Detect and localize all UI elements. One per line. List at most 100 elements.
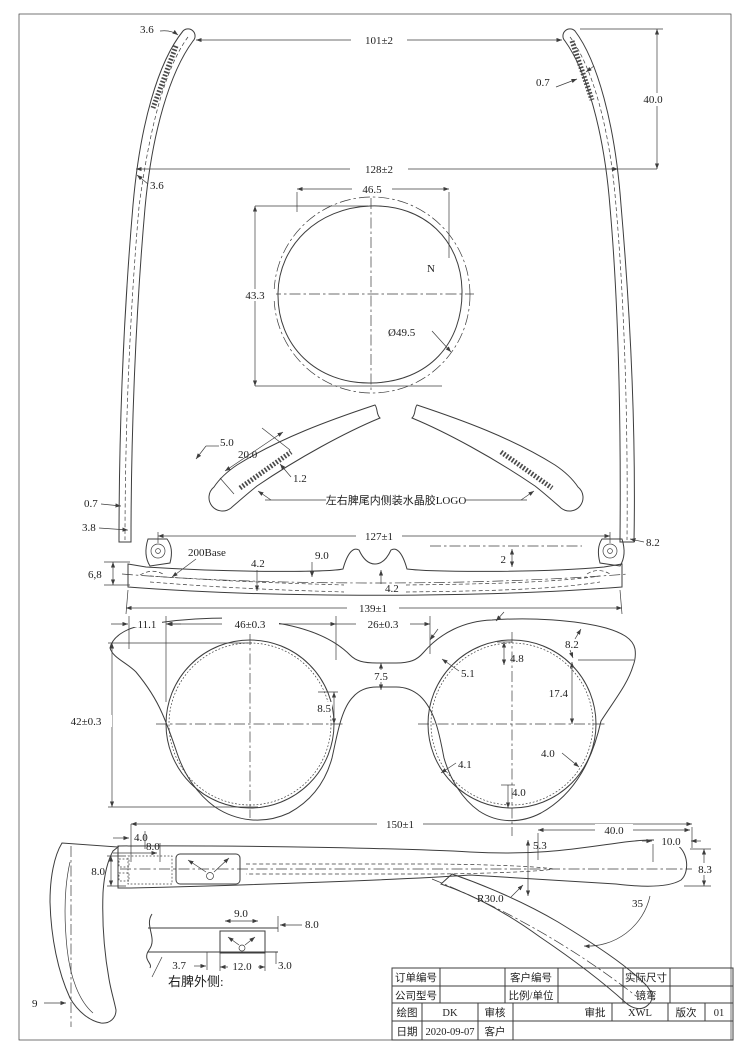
top-view: 3.6 101±2 0.7 40.0 128±2 3.6: [118, 24, 671, 543]
dim-tip-thickness: 3.6: [140, 24, 179, 36]
dim-label: 8.0: [91, 866, 105, 878]
checked-label: 审核: [485, 1006, 506, 1019]
logo-mark-wing: [227, 936, 240, 946]
left-hinge-lug: [145, 538, 172, 567]
side-view: 150±1 4.0 8.0 8.0 5.3 40.0: [32, 818, 718, 1027]
logo-plate: [175, 853, 241, 885]
label-bg: [228, 961, 258, 972]
dim-bridge: 26±0.3: [336, 615, 431, 654]
dim-label: 2: [501, 554, 507, 566]
leader-line: [136, 174, 149, 185]
hinge-tab: [118, 872, 130, 882]
dim-lens-height: 42±0.3: [60, 642, 258, 808]
dim-label: R30.0: [477, 893, 504, 905]
reference-circle: [273, 196, 471, 394]
dim-label: 9.0: [315, 550, 329, 562]
logo-mark-eye: [206, 872, 214, 880]
dim-rim-front: 4.2: [251, 558, 265, 591]
dim-bottom-rim: 4.0: [501, 784, 526, 808]
dim-label: 8.0: [146, 841, 160, 853]
label-bg: [539, 687, 570, 699]
label-bg: [350, 163, 408, 175]
dim-endpiece: 8.2: [629, 537, 660, 549]
date-label: 日期: [397, 1026, 418, 1038]
leader-line: [195, 445, 207, 460]
hinge-tab: [118, 858, 130, 868]
dim-line: [224, 431, 284, 472]
dim-label: 43.3: [245, 290, 265, 302]
dim-slot-depth: 1.2: [279, 463, 307, 485]
dim-plate-length: 12.0: [219, 953, 266, 973]
front-frame-outline: [109, 617, 636, 822]
dim-label: 127±1: [365, 531, 393, 543]
left-temple-hatch: [150, 45, 179, 109]
dim-lens-height: 43.3: [234, 205, 442, 387]
bent-temple-outline: [440, 873, 653, 1010]
dim-label: 0.7: [536, 77, 550, 89]
right-hinge-rivet-center: [607, 548, 613, 554]
dim-bottom-gap: 3.0: [275, 952, 292, 972]
dim-label: 3.6: [140, 24, 154, 36]
label-bg: [304, 702, 332, 714]
note-label: 左右脾尾内侧装水晶胶LOGO: [326, 493, 467, 507]
dim-label: 1.2: [293, 473, 307, 485]
dim-label: 3.6: [150, 180, 164, 192]
hinge-swing-mark: [139, 570, 164, 576]
leader-line: [555, 78, 578, 88]
groove-line: [149, 575, 345, 586]
drawn-value: DK: [442, 1008, 458, 1019]
dim-label: 40.0: [643, 94, 663, 106]
ext-line: [619, 589, 623, 615]
dim-lower-rim-left: 4.1: [440, 759, 472, 774]
dim-label: 9: [32, 998, 38, 1010]
date-value: 2020-09-07: [426, 1027, 475, 1038]
leader-line: [100, 503, 122, 508]
label-bg: [351, 34, 407, 46]
leader-line: [629, 538, 645, 543]
title-block-border: [391, 967, 734, 1041]
dim-label: 4.2: [251, 558, 265, 570]
ext-line: [125, 589, 129, 615]
dim-drop: 2: [430, 545, 582, 567]
leader-line: [429, 628, 439, 641]
bar-centerline: [121, 573, 629, 584]
dim-slot-width: 0.7: [536, 65, 595, 89]
customer-no-label: 客户编号: [510, 971, 552, 984]
dim-label: 4.0: [134, 832, 148, 844]
lens-outline: [277, 205, 463, 384]
dim-bend-angle: 35: [583, 895, 651, 949]
dim-label: 0.7: [84, 498, 98, 510]
dim-label: 26±0.3: [368, 619, 399, 631]
dim-lens-width: 46±0.3: [166, 615, 337, 660]
groove-line: [405, 581, 601, 593]
dim-label: 4.2: [385, 583, 399, 595]
note-label: 200Base: [188, 547, 226, 559]
dim-tip-span: 101±2: [196, 34, 562, 47]
logo-note: 左右脾尾内侧装水晶胶LOGO: [257, 490, 535, 507]
drawn-label: 绘图: [397, 1006, 418, 1019]
frame-bar-outline: [127, 548, 623, 596]
dim-label: 6,8: [88, 569, 102, 581]
logo-mark-wing: [213, 857, 230, 873]
label-bg: [377, 818, 423, 830]
dim-rim-center: 4.2: [378, 570, 399, 595]
dim-label: 101±2: [365, 35, 393, 47]
dim-label: 5.3: [533, 840, 547, 852]
dim-label: 5.1: [461, 668, 475, 680]
dim-mark-width: 9.0: [225, 908, 258, 924]
label-bg: [356, 615, 410, 627]
logo-mark-wing: [187, 859, 207, 873]
page-border: [18, 13, 732, 1041]
leader-line: [98, 527, 129, 532]
dim-label: 35: [632, 898, 644, 910]
dim-label: 8.2: [565, 639, 579, 651]
dim-label: 40.0: [604, 825, 624, 837]
dim-hinge: 3.8: [82, 522, 129, 534]
profile-groove: [64, 861, 94, 1014]
leader-line: [569, 649, 574, 659]
dim-label: 46.5: [362, 184, 382, 196]
right-hinge-rivet: [602, 543, 618, 559]
dim-inner-step: 8.5: [304, 691, 338, 724]
dim-label: 3.0: [278, 960, 292, 972]
dim-slot-length: 20.0: [219, 427, 291, 495]
